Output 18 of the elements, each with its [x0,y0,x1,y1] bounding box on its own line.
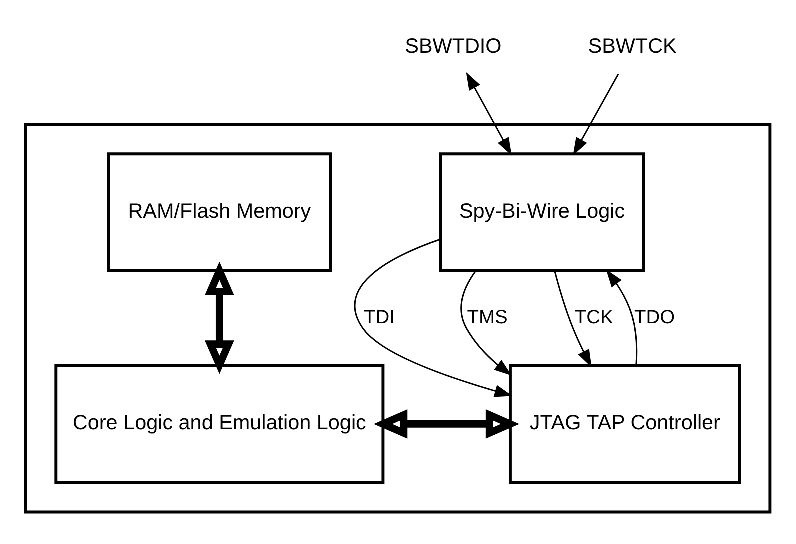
edge-label: TDO [634,306,676,328]
node-box: JTAG TAP Controller [509,364,742,484]
arrow [354,238,513,397]
node-text: SBWTCK [588,34,677,58]
node-box: Spy-Bi-Wire Logic [439,152,646,272]
node-box: Core Logic and Emulation Logic [54,364,385,484]
arrow [573,74,620,156]
node-text: SBWTDIO [405,34,502,58]
arrow [554,270,592,368]
arrow [204,261,234,374]
edge-label: TDI [364,306,395,328]
node-box: RAM/Flash Memory [107,152,332,272]
arrow [374,408,520,438]
edge-label: TCK [574,306,614,328]
arrow [460,270,512,376]
edge-label: TMS [467,306,508,328]
arrow [466,72,512,156]
cluster [24,122,772,514]
